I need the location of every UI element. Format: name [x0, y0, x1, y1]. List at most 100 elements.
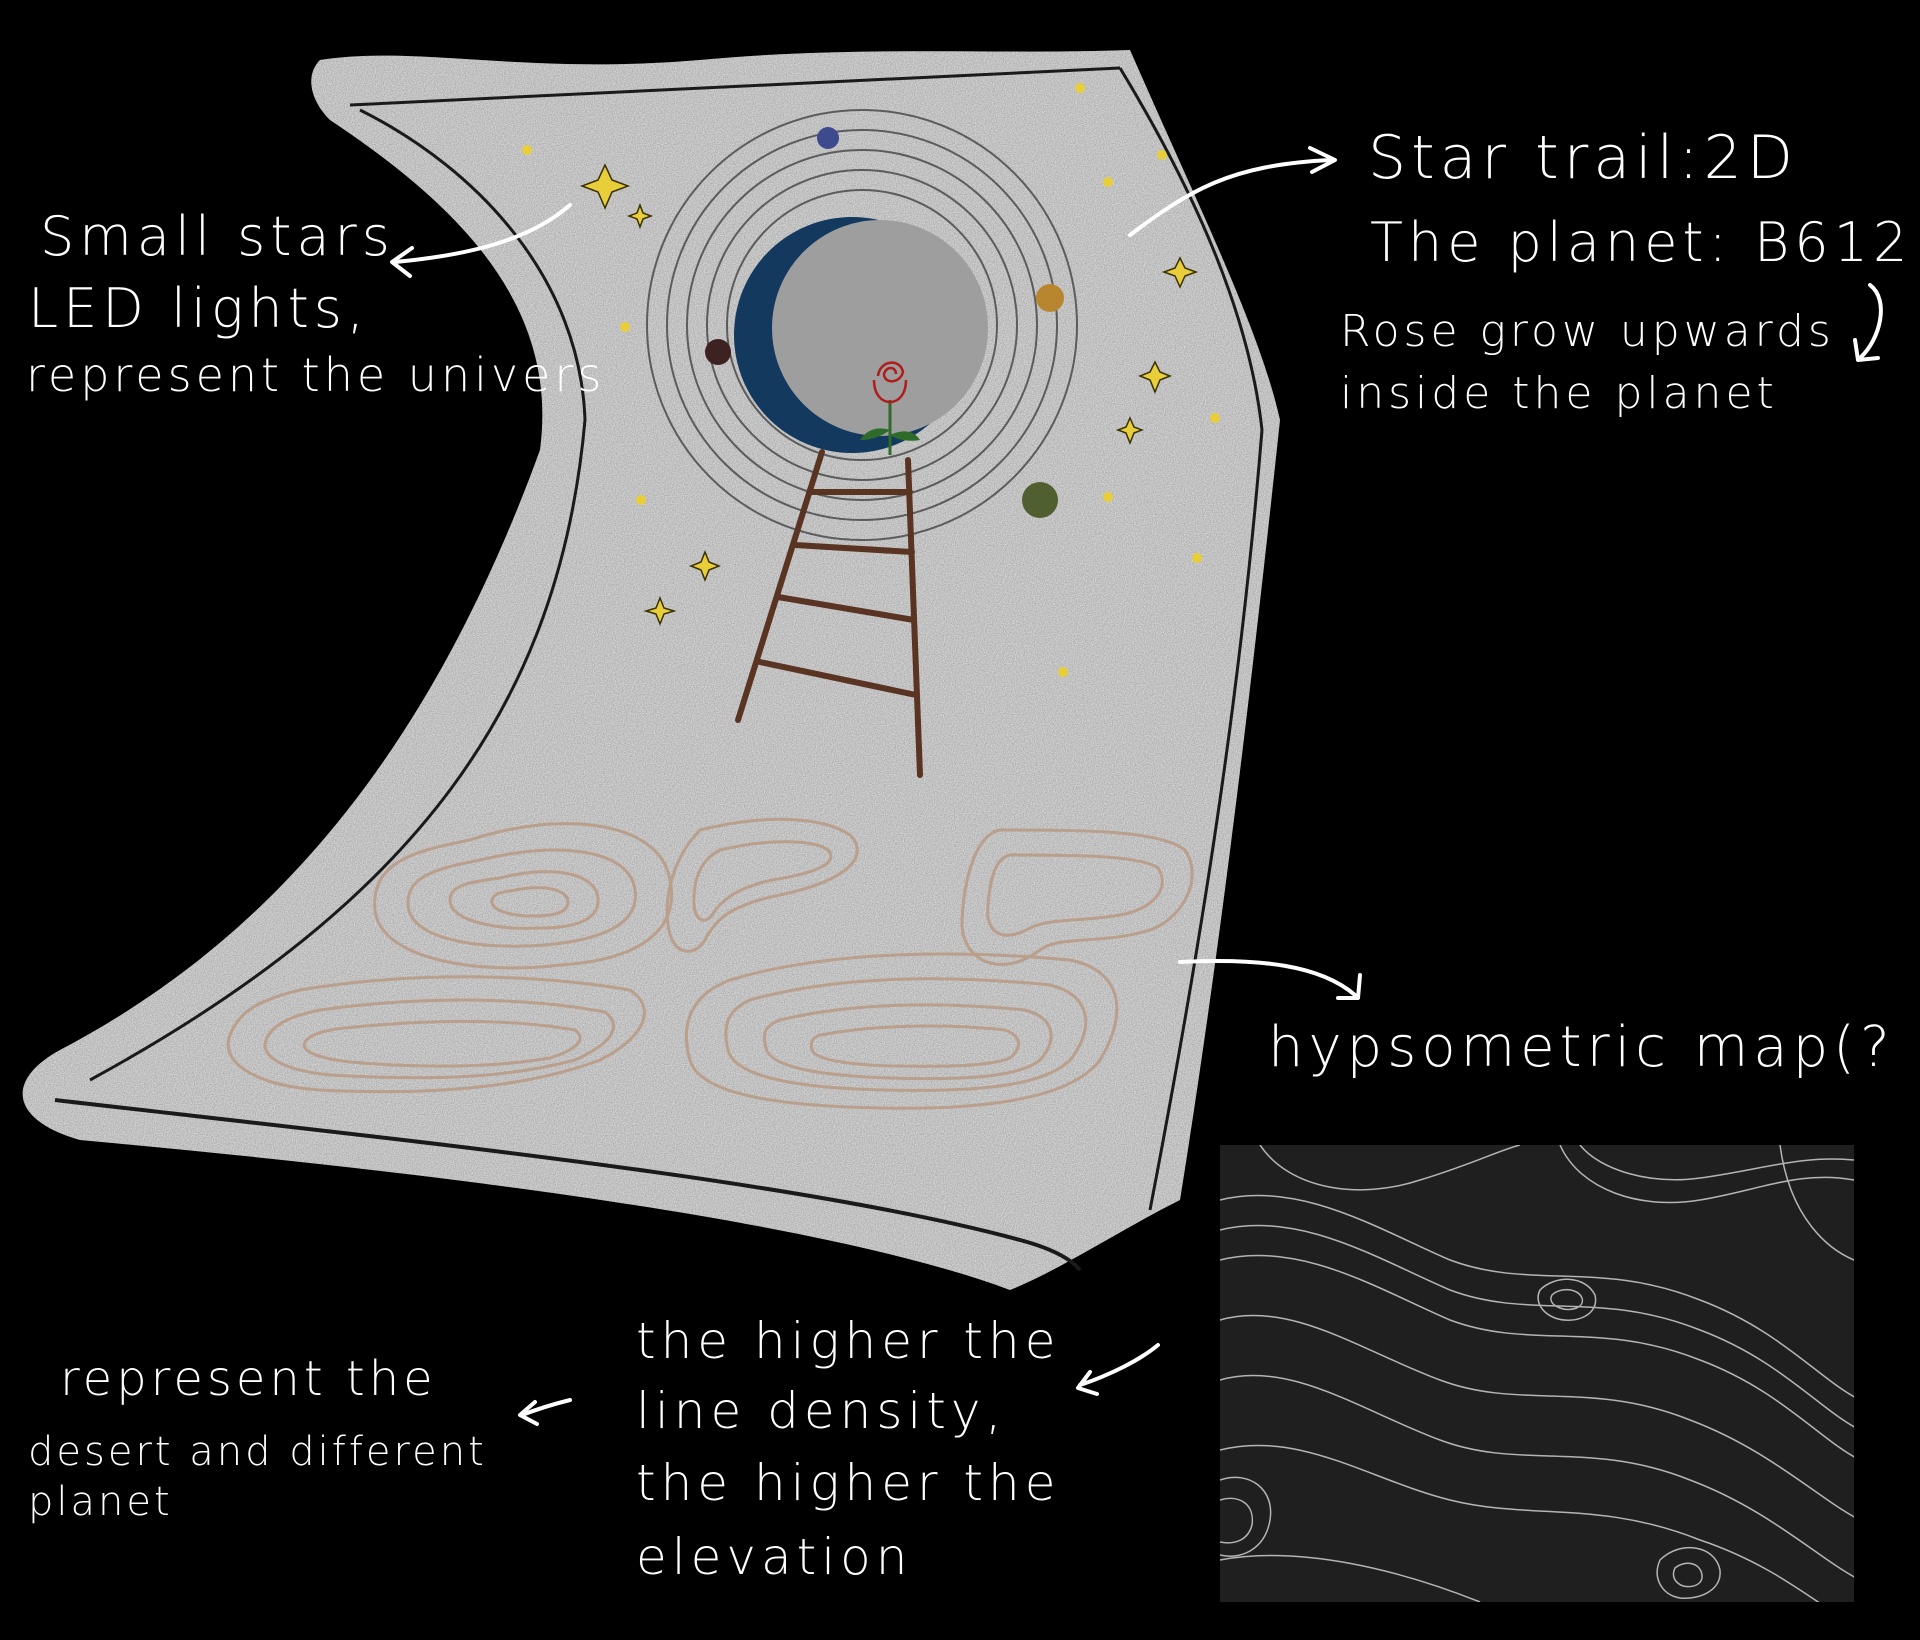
note-desert-line2: desert and different	[28, 1429, 487, 1475]
star-sparkle-icon	[1137, 360, 1173, 394]
led-light	[1103, 492, 1113, 502]
led-light	[620, 322, 630, 332]
note-star-trail: Star trail:2D	[1368, 123, 1799, 193]
contour-line	[692, 840, 833, 922]
topo-line	[1220, 1497, 1254, 1544]
contour-line	[263, 998, 616, 1080]
planet-gold	[1036, 284, 1064, 312]
note-desert-line1: represent the	[60, 1351, 437, 1407]
arrow-icon	[393, 203, 572, 264]
arrow-icon	[1128, 158, 1332, 237]
arrows	[390, 146, 1883, 1426]
panel-edge-top	[349, 66, 1121, 107]
note-small-stars-line2: LED lights,	[28, 277, 370, 340]
contour-line	[960, 828, 1194, 966]
contour-line	[665, 817, 859, 953]
arrow-icon	[1853, 338, 1880, 362]
arrow-icon	[1336, 973, 1362, 1000]
arrow-icon	[1308, 146, 1337, 174]
star-sparkle-icon	[1161, 256, 1199, 289]
planet-b612	[734, 217, 988, 453]
planet-blue	[817, 127, 839, 149]
contour-line	[448, 870, 600, 930]
star-sparkle-icon	[626, 202, 654, 230]
led-light	[1058, 667, 1068, 677]
panel-edge-left	[89, 108, 587, 1082]
panel-edge-bottom	[54, 1098, 1082, 1272]
led-light	[522, 145, 532, 155]
rose-leaf	[890, 431, 920, 441]
ladder-rung	[775, 594, 917, 623]
topo-line	[1220, 1254, 1854, 1458]
led-light	[1103, 177, 1113, 187]
led-lights	[522, 83, 1220, 677]
arrow-icon	[1076, 1370, 1099, 1396]
arrow-icon	[1858, 283, 1883, 360]
orbit-ring	[646, 109, 1078, 541]
star-sparkle-icon	[643, 595, 677, 627]
topo-line	[1220, 1194, 1854, 1398]
note-density-line3: the higher the	[636, 1454, 1061, 1512]
note-desert-line3: planet	[28, 1479, 173, 1525]
led-light	[636, 495, 646, 505]
topo-line	[1550, 1289, 1584, 1311]
topo-line	[1220, 1224, 1854, 1428]
star-trail	[646, 109, 1078, 541]
note-small-stars-line3: represent the univers	[26, 348, 606, 402]
orbit-ring	[686, 149, 1038, 501]
topo-line	[1220, 1314, 1854, 1518]
note-small-stars-line1: Small stars	[40, 205, 395, 268]
sparkle-stars	[579, 163, 1199, 627]
topographic-map	[1220, 1145, 1854, 1602]
planet-green	[1022, 482, 1058, 518]
contour-line	[406, 848, 637, 948]
contour-line	[226, 975, 646, 1094]
note-rose-line2: inside the planet	[1340, 368, 1778, 419]
orbit-ring	[726, 189, 998, 461]
contour-line	[302, 1019, 582, 1068]
led-light	[1157, 150, 1167, 160]
contour-line	[762, 1003, 1053, 1081]
orbit-ring	[666, 129, 1058, 521]
rose-leaf	[860, 428, 890, 440]
arrow-icon	[1178, 958, 1357, 997]
note-planet-b612: The planet: B612	[1370, 211, 1913, 274]
topo-line	[1259, 1145, 1521, 1191]
topo-line	[1656, 1546, 1721, 1599]
topo-line	[1559, 1145, 1854, 1204]
topo-line	[1579, 1145, 1854, 1181]
ladder-icon	[735, 449, 923, 778]
topo-line	[1220, 1554, 1481, 1602]
panel	[22, 50, 1280, 1290]
star-sparkle-icon	[1115, 416, 1145, 446]
orbit-ring	[706, 169, 1018, 481]
contour-line	[373, 822, 673, 970]
planet-b612-face	[772, 220, 988, 436]
contour-line	[684, 952, 1119, 1110]
planet-dark	[705, 339, 731, 365]
arrow-icon	[518, 1400, 539, 1426]
led-light	[1192, 553, 1202, 563]
topo-line	[1220, 1374, 1854, 1578]
ladder-rung	[757, 659, 919, 698]
note-rose-line1: Rose grow upwards	[1340, 306, 1835, 357]
contour-line	[490, 886, 570, 918]
star-sparkle-icon	[579, 163, 631, 210]
note-hypsometric: hypsometric map(?	[1268, 1015, 1895, 1080]
topo-line	[1672, 1562, 1703, 1588]
topo-line	[1220, 1444, 1820, 1602]
note-density-line1: the higher the	[636, 1312, 1061, 1370]
panel-edge-right	[1118, 67, 1264, 1211]
contour-line	[986, 853, 1164, 937]
led-light	[1075, 83, 1085, 93]
topographic-map-bg	[1220, 1145, 1854, 1602]
desert-contours	[226, 817, 1194, 1110]
led-light	[1210, 413, 1220, 423]
arrow-icon	[520, 1398, 572, 1417]
contour-line	[724, 977, 1088, 1092]
rose-bloom	[872, 361, 908, 404]
arrow-icon	[1078, 1343, 1160, 1387]
topo-line	[1220, 1476, 1272, 1557]
arrow-icon	[390, 246, 414, 278]
